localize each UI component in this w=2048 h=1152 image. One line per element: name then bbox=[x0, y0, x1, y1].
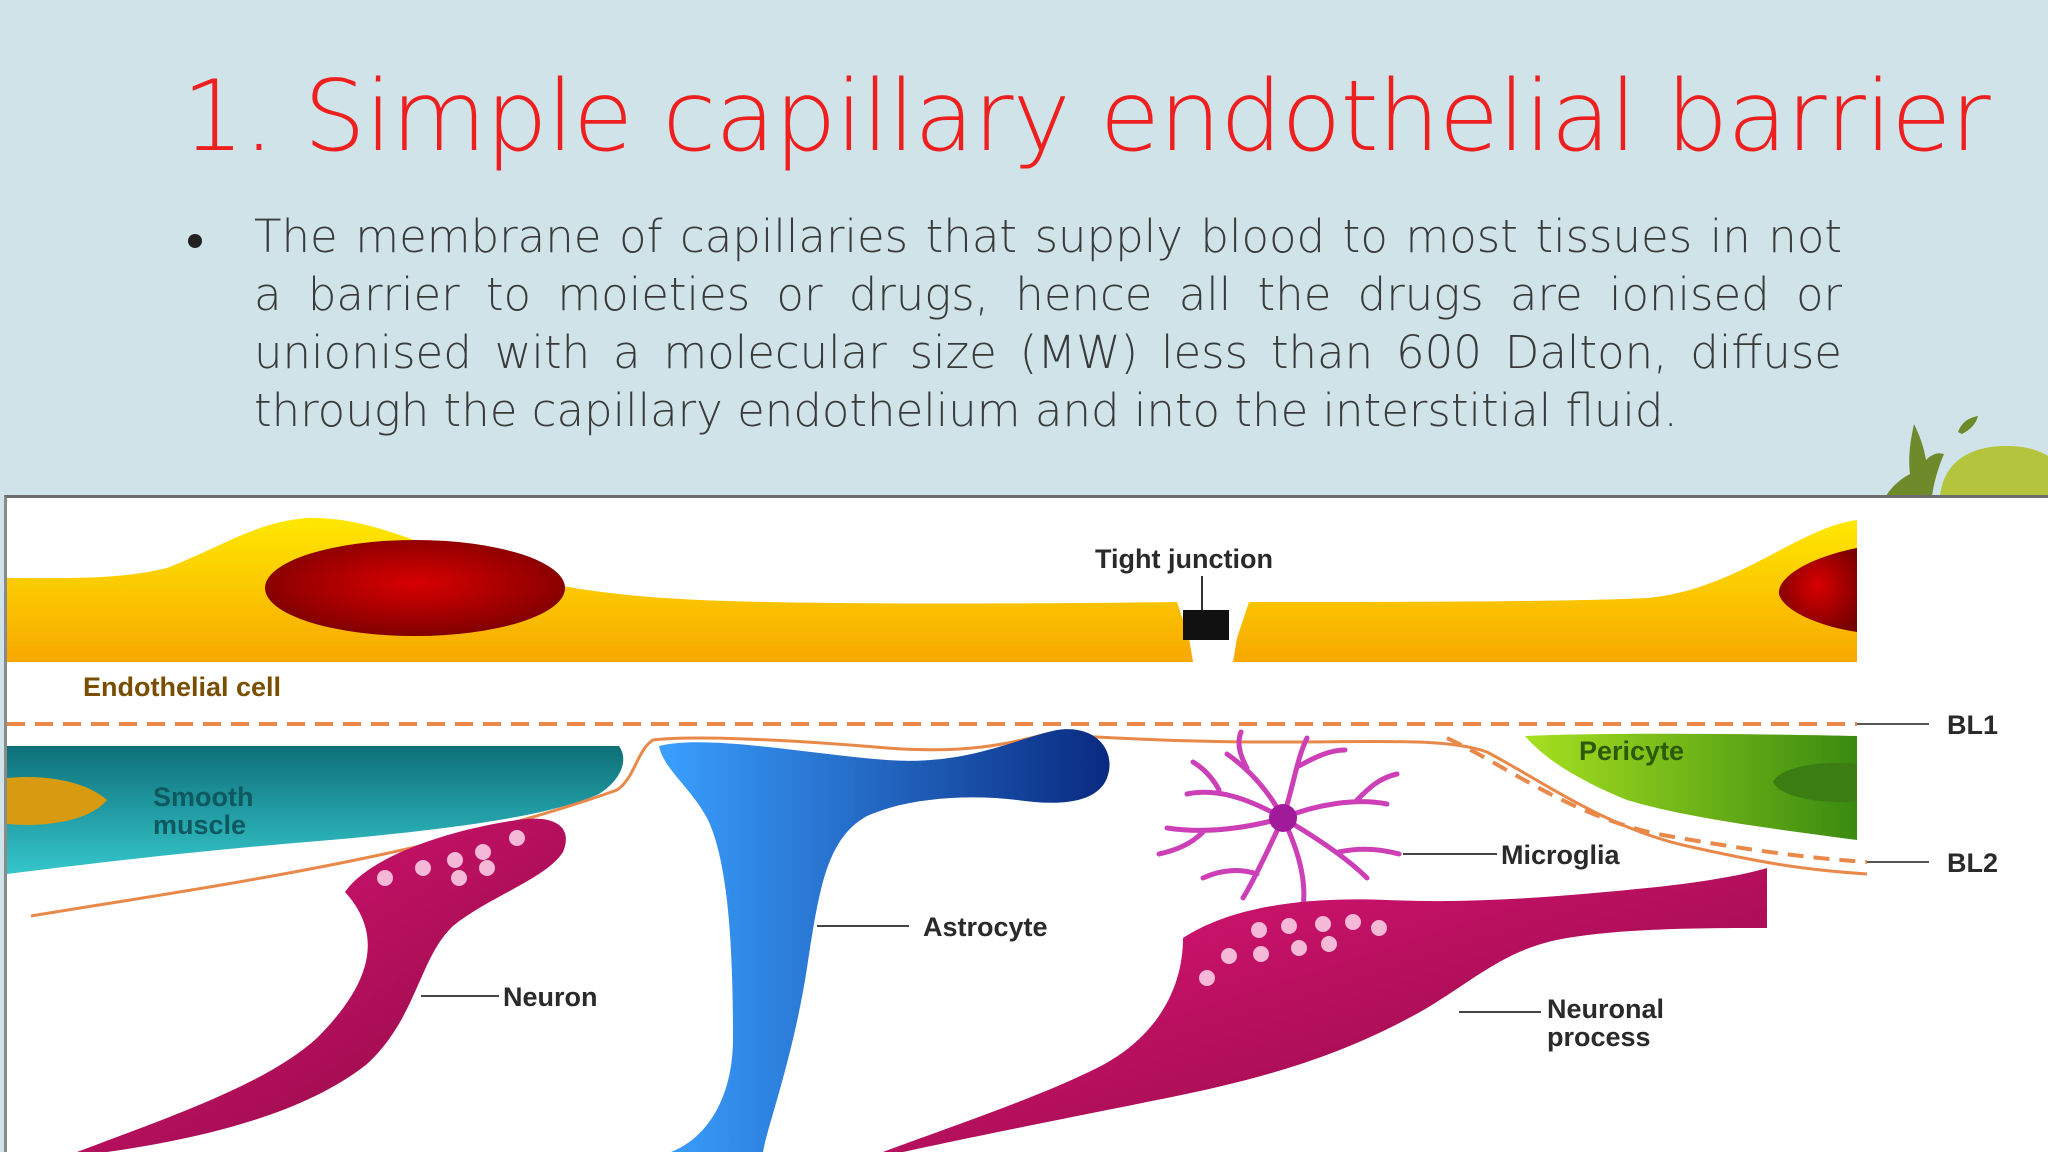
neuron-vesicles bbox=[377, 830, 525, 886]
endothelial-cell-left bbox=[7, 517, 1193, 662]
microglia-nucleus bbox=[1269, 804, 1297, 832]
endothelial-nucleus-left bbox=[265, 540, 565, 636]
bullet-text: The membrane of capillaries that supply … bbox=[254, 210, 1842, 437]
pericyte-cell bbox=[1525, 733, 1857, 840]
smooth-muscle-label-1: Smooth bbox=[153, 782, 254, 812]
tight-junction-icon bbox=[1183, 610, 1229, 640]
neuron-cell bbox=[77, 818, 566, 1152]
smooth-muscle-cell bbox=[7, 746, 624, 874]
slide-title: 1. Simple capillary endothelial barrier bbox=[182, 60, 1991, 174]
bullet-item: The membrane of capillaries that supply … bbox=[182, 208, 1842, 440]
neuronal-process-vesicles bbox=[1199, 914, 1387, 986]
bbb-diagram: Tight junction Endothelial cell BL1 Smoo… bbox=[4, 495, 2048, 1152]
tight-junction-label: Tight junction bbox=[1095, 544, 1273, 574]
neuronal-process-cell bbox=[883, 868, 1767, 1152]
neuron-label: Neuron bbox=[503, 982, 598, 1012]
neuronal-process-label-2: process bbox=[1547, 1022, 1651, 1052]
endothelial-cell-label: Endothelial cell bbox=[83, 672, 281, 702]
astrocyte-cell bbox=[659, 729, 1110, 1152]
bbb-diagram-svg: Tight junction Endothelial cell BL1 Smoo… bbox=[7, 517, 1998, 1152]
bl2-dashed-line bbox=[1446, 736, 1868, 864]
pericyte-label: Pericyte bbox=[1579, 736, 1684, 766]
smooth-muscle-label-2: muscle bbox=[153, 810, 246, 840]
bl1-label: BL1 bbox=[1947, 710, 1998, 740]
pericyte-nucleus bbox=[1773, 762, 1857, 803]
astrocyte-label: Astrocyte bbox=[923, 912, 1048, 942]
bullet-list: The membrane of capillaries that supply … bbox=[182, 208, 1842, 440]
microglia-label: Microglia bbox=[1501, 840, 1621, 870]
endothelial-nucleus-right bbox=[1778, 548, 1857, 632]
neuronal-process-label-1: Neuronal bbox=[1547, 994, 1664, 1024]
bl2-label: BL2 bbox=[1947, 848, 1998, 878]
leaf-decoration-icon bbox=[1886, 416, 2048, 496]
smooth-muscle-nucleus bbox=[7, 776, 107, 825]
bullet-dot-icon bbox=[188, 234, 202, 248]
endothelial-cell-right bbox=[1233, 520, 1857, 662]
